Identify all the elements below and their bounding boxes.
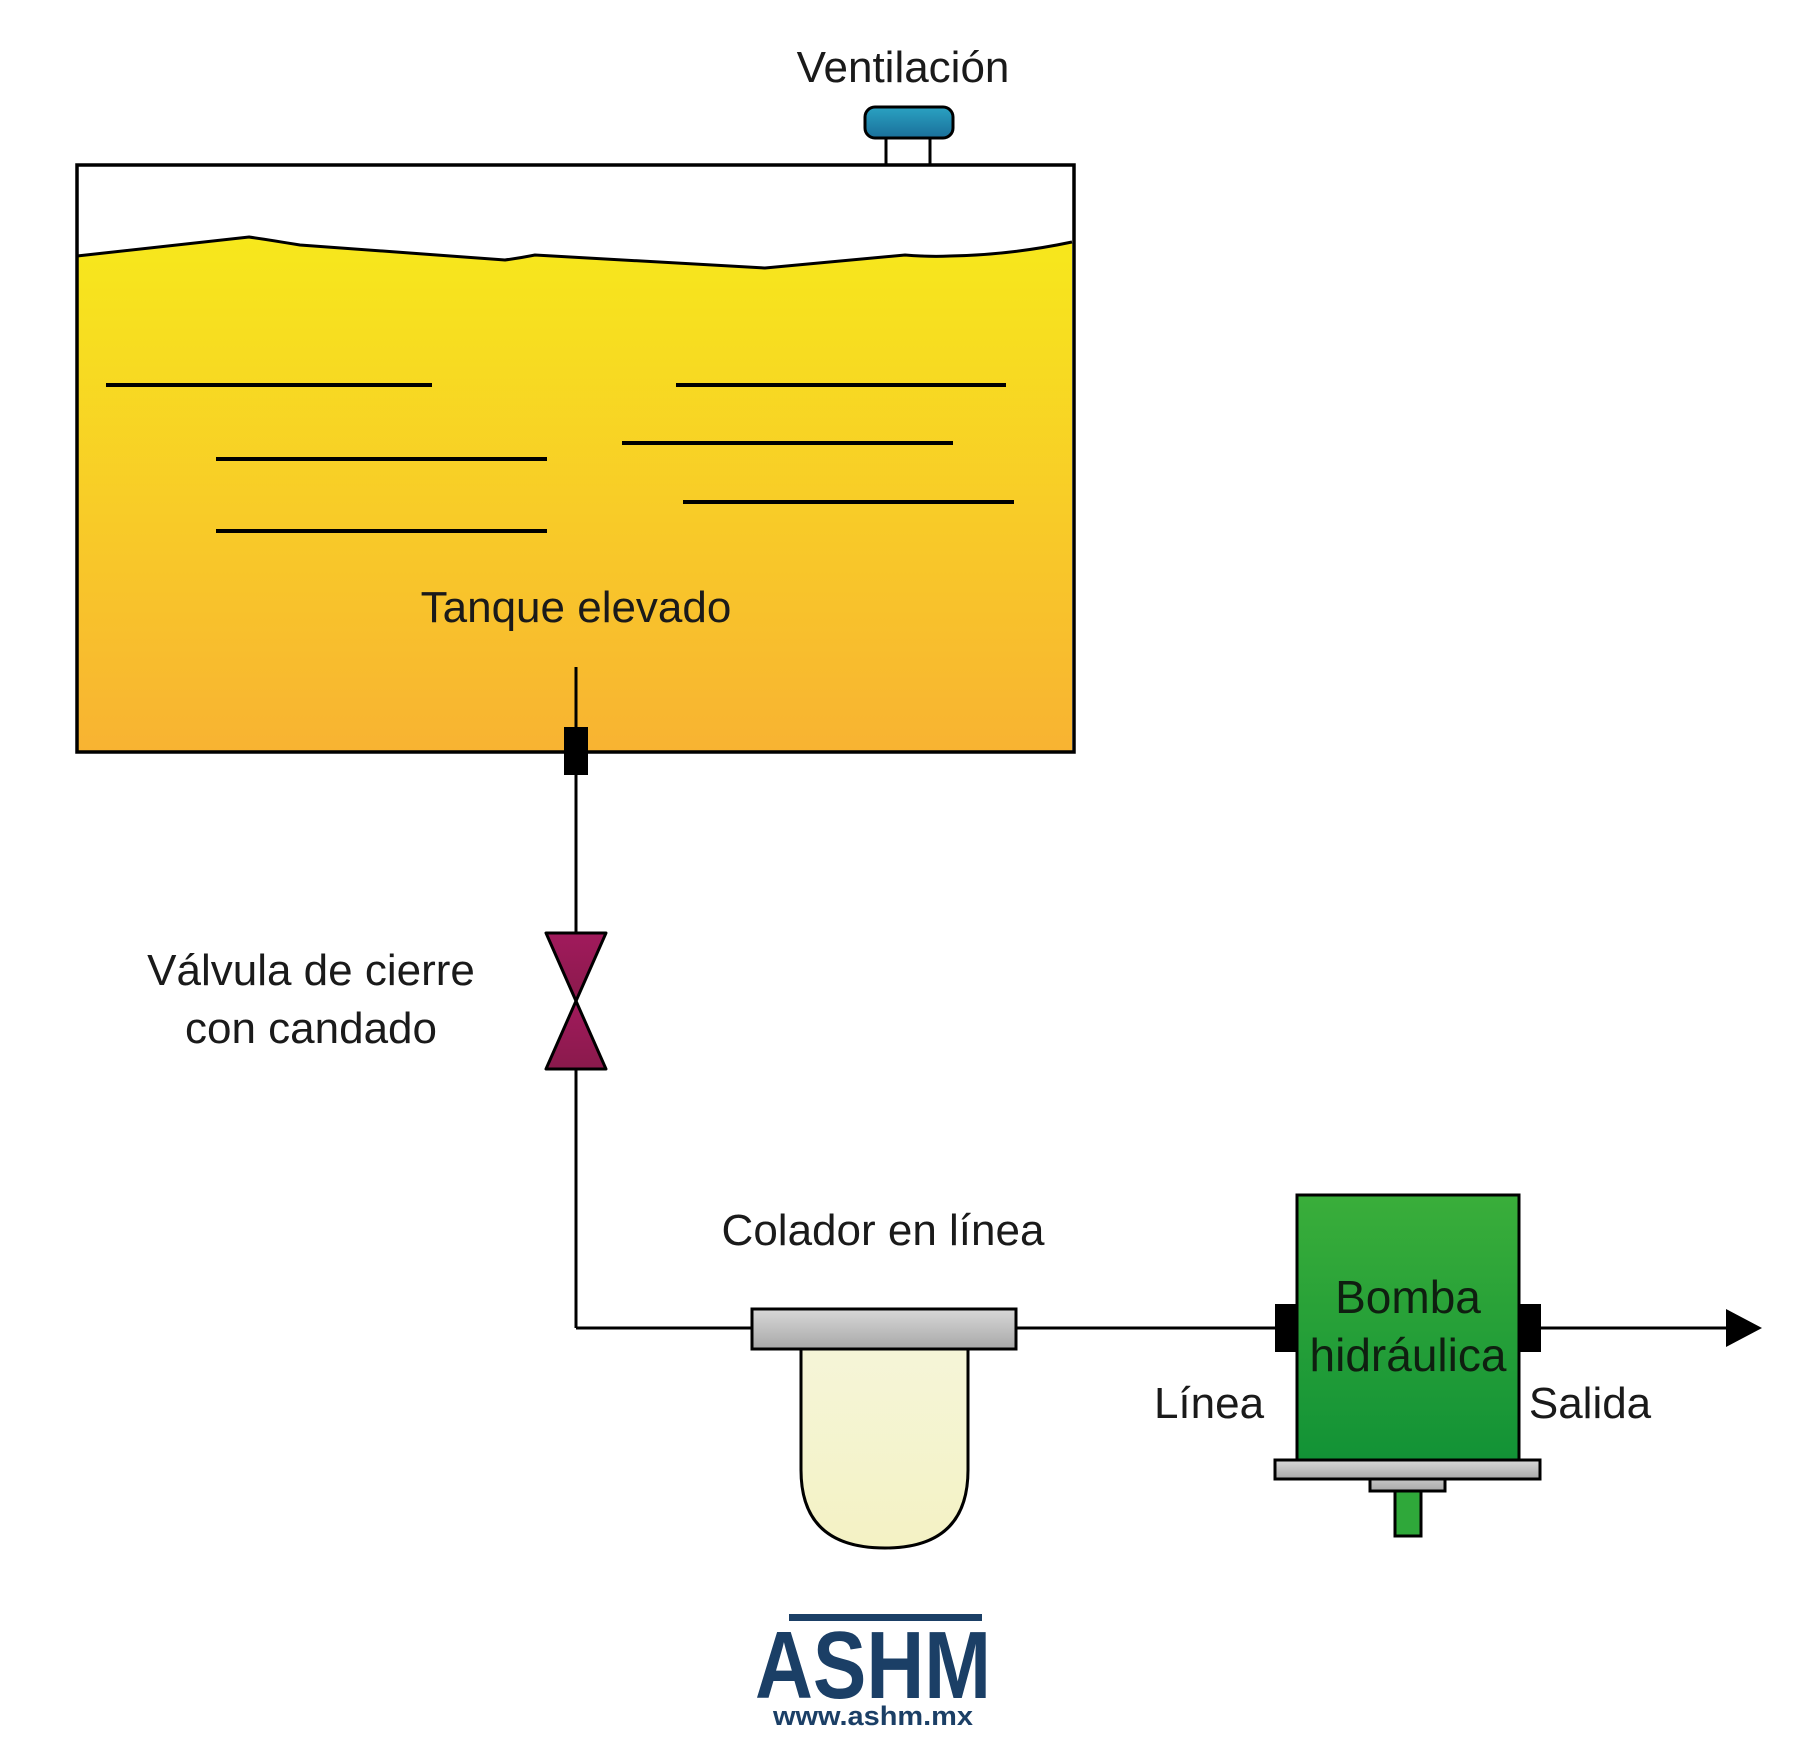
pump-label-line2: hidráulica	[1310, 1329, 1507, 1381]
ashm-logo: ASHM www.ashm.mx	[755, 1612, 991, 1731]
valve-label-line2: con candado	[185, 1004, 437, 1053]
strainer-label: Colador en línea	[722, 1206, 1045, 1255]
valve-label-line1: Válvula de cierre	[147, 946, 475, 995]
vent-cap	[863, 105, 955, 140]
inlet-label: Línea	[1154, 1379, 1265, 1428]
outlet-label: Salida	[1529, 1379, 1652, 1428]
strainer-head	[750, 1307, 1018, 1351]
piping	[574, 667, 1762, 1347]
outlet-arrow-icon	[1726, 1309, 1762, 1347]
hydraulic-pump	[1273, 1193, 1542, 1538]
elevated-tank	[75, 163, 1076, 754]
tank-liquid	[77, 237, 1072, 752]
valve-top-triangle	[544, 931, 608, 1003]
strainer-bowl	[799, 1345, 970, 1550]
pump-body	[1295, 1193, 1521, 1462]
inline-strainer	[750, 1307, 1018, 1550]
shutoff-valve	[544, 931, 608, 1071]
pump-label-line1: Bomba	[1335, 1271, 1481, 1323]
vent-stem	[884, 135, 932, 169]
liquid-surface	[76, 235, 1073, 270]
vent-label: Ventilación	[797, 43, 1010, 92]
pump-inlet-port	[1275, 1304, 1298, 1352]
tank-label: Tanque elevado	[421, 583, 732, 632]
logo-bar	[789, 1614, 982, 1621]
logo-wordmark: ASHM	[755, 1612, 991, 1719]
pump-outlet-port	[1518, 1304, 1541, 1352]
tank-outlet-fitting	[564, 727, 588, 775]
logo-url: www.ashm.mx	[772, 1701, 973, 1731]
valve-bottom-triangle	[544, 999, 608, 1071]
pump-base-plate	[1273, 1458, 1542, 1481]
vent	[863, 105, 955, 169]
